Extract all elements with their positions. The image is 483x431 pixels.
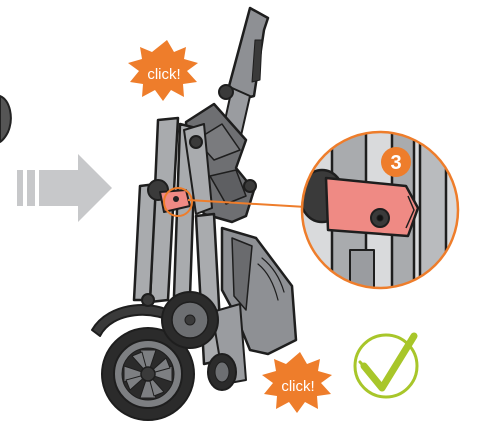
click-burst-top: click! bbox=[128, 40, 198, 101]
click-label-top: click! bbox=[147, 66, 180, 83]
zoom-detail bbox=[300, 120, 458, 310]
right-arrow-icon bbox=[17, 154, 112, 222]
partial-part-left-edge bbox=[0, 96, 11, 142]
bottom-wheel bbox=[208, 354, 236, 390]
step-number: 3 bbox=[390, 152, 401, 174]
checkmark-icon bbox=[355, 335, 417, 397]
stroller bbox=[92, 8, 296, 420]
step-badge: 3 bbox=[381, 147, 411, 177]
click-burst-bottom: click! bbox=[262, 352, 332, 413]
stroller-handlebar bbox=[228, 8, 268, 100]
fold-lock-zoom bbox=[326, 178, 418, 236]
click-label-bottom: click! bbox=[281, 378, 314, 395]
rear-wheel bbox=[162, 292, 218, 348]
